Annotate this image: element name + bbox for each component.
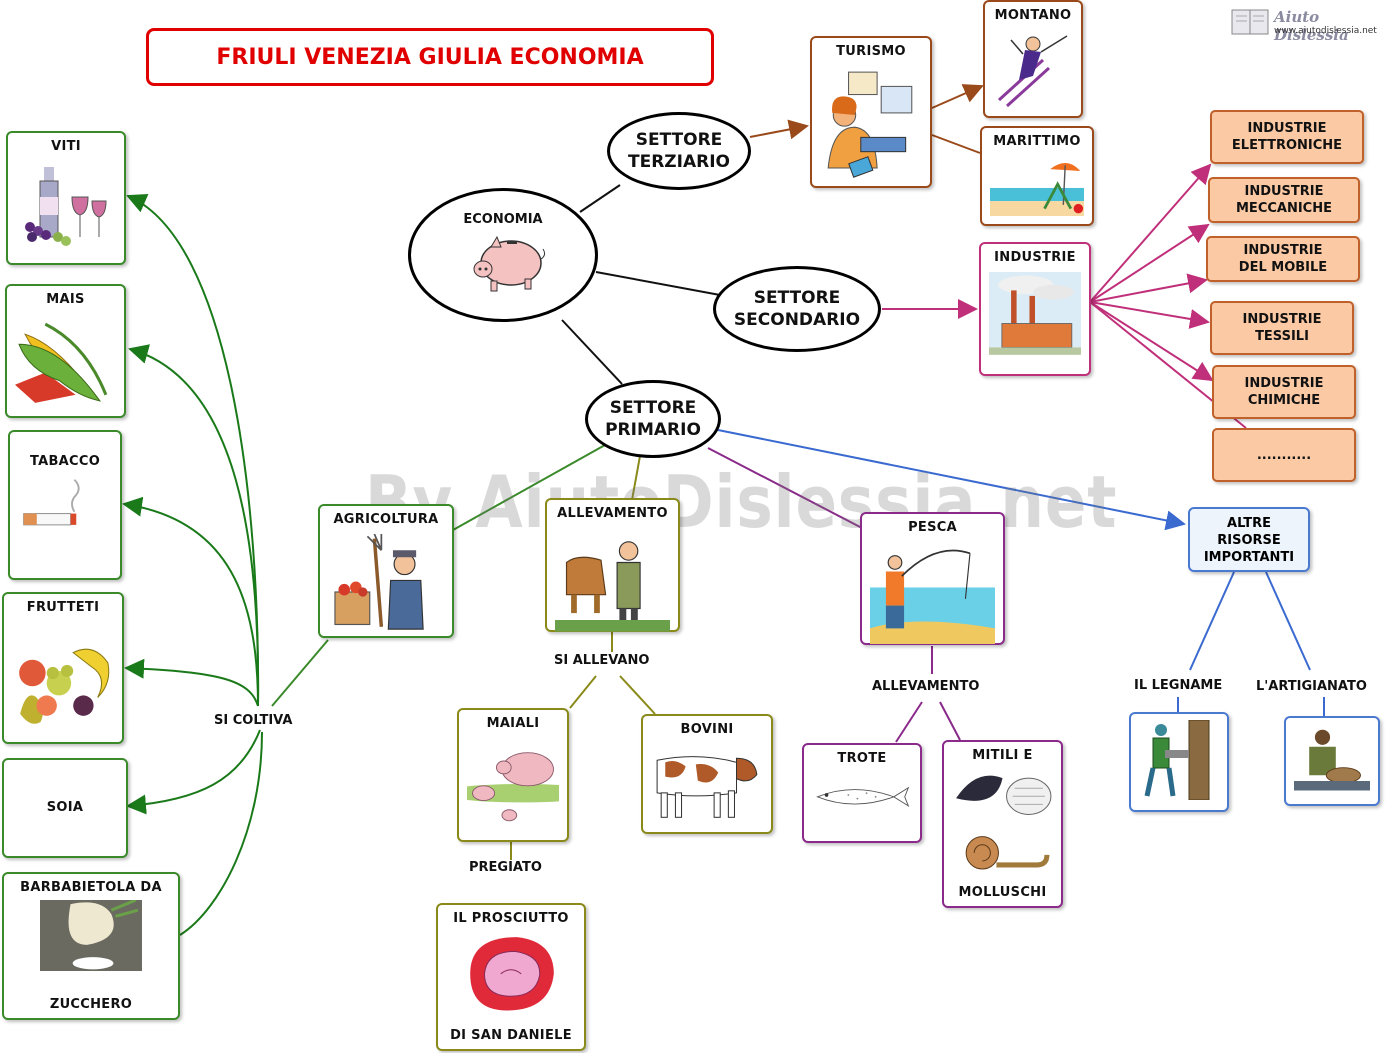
industrie-node[interactable]: INDUSTRIE bbox=[979, 242, 1091, 376]
mais-label: MAIS bbox=[46, 292, 85, 307]
turismo-node[interactable]: TURISMO bbox=[810, 36, 932, 188]
barbabietola-label-top: BARBABIETOLA DA bbox=[20, 880, 162, 895]
prosciutto-label-bottom: DI SAN DANIELE bbox=[450, 1028, 572, 1043]
mitili-node[interactable]: MITILI E MOLLUSCHI bbox=[942, 740, 1063, 908]
economia-node[interactable]: ECONOMIA bbox=[408, 188, 598, 322]
ham-icon bbox=[470, 937, 554, 1011]
site-logo: Aiuto Dislessia www.aiutodislessia.net bbox=[1230, 6, 1380, 44]
montano-label: MONTANO bbox=[994, 8, 1072, 23]
mitili-label-bottom: MOLLUSCHI bbox=[958, 885, 1047, 900]
tabacco-node[interactable]: TABACCO bbox=[8, 430, 122, 580]
industrie-del-mobile-node[interactable]: INDUSTRIE DEL MOBILE bbox=[1206, 236, 1360, 282]
artigianato-node[interactable] bbox=[1284, 716, 1380, 806]
marittimo-node[interactable]: MARITTIMO bbox=[980, 126, 1094, 226]
altre-risorse-node[interactable]: ALTRE RISORSE IMPORTANTI bbox=[1188, 507, 1310, 572]
logo-site: www.aiutodislessia.net bbox=[1274, 26, 1377, 36]
si-coltiva-label: SI COLTIVA bbox=[214, 713, 293, 728]
trote-label: TROTE bbox=[837, 751, 887, 766]
fruit-icon bbox=[19, 648, 110, 724]
barbabietola-node[interactable]: BARBABIETOLA DA ZUCCHERO bbox=[2, 872, 180, 1020]
pregiato-label: PREGIATO bbox=[469, 860, 542, 875]
farmer-cow-icon bbox=[555, 541, 670, 632]
marittimo-label: MARITTIMO bbox=[993, 134, 1081, 149]
artigianato-label: L'ARTIGIANATO bbox=[1256, 679, 1367, 694]
maiali-node[interactable]: MAIALI bbox=[457, 708, 569, 842]
si-allevano-label: SI ALLEVANO bbox=[554, 653, 650, 668]
farmer-icon bbox=[334, 534, 424, 630]
factory-icon bbox=[989, 272, 1081, 355]
industrie-altre-node[interactable]: ........... bbox=[1212, 428, 1356, 482]
maiali-label: MAIALI bbox=[486, 716, 540, 731]
trout-icon bbox=[816, 786, 910, 808]
travel-agent-icon bbox=[827, 71, 913, 178]
legname-label: IL LEGNAME bbox=[1134, 678, 1223, 693]
industrie-meccaniche-node[interactable]: INDUSTRIE MECCANICHE bbox=[1208, 177, 1360, 223]
bovini-label: BOVINI bbox=[680, 722, 734, 737]
allevamento-label: ALLEVAMENTO bbox=[557, 506, 668, 521]
soia-node[interactable]: SOIA bbox=[2, 758, 128, 858]
settore-secondario-node[interactable]: SETTORE SECONDARIO bbox=[713, 266, 881, 352]
mais-node[interactable]: MAIS bbox=[5, 284, 126, 418]
economia-label: ECONOMIA bbox=[463, 212, 543, 227]
frutteti-label: FRUTTETI bbox=[26, 600, 100, 615]
settore-primario-node[interactable]: SETTORE PRIMARIO bbox=[585, 380, 721, 458]
piggy-bank-icon bbox=[473, 235, 546, 292]
industrie-tessili-node[interactable]: INDUSTRIE TESSILI bbox=[1210, 301, 1354, 355]
book-icon bbox=[1231, 9, 1269, 35]
fisherman-icon bbox=[870, 549, 995, 645]
settore-terziario-node[interactable]: SETTORE TERZIARIO bbox=[607, 112, 751, 190]
skier-icon bbox=[997, 35, 1068, 108]
agricoltura-node[interactable]: AGRICOLTURA bbox=[318, 504, 454, 638]
pesca-label: PESCA bbox=[908, 520, 957, 535]
map-title: FRIULI VENEZIA GIULIA ECONOMIA bbox=[146, 28, 714, 86]
altre-risorse-label: ALTRE RISORSE IMPORTANTI bbox=[1203, 516, 1295, 565]
montano-node[interactable]: MONTANO bbox=[983, 0, 1083, 118]
allevamento-node[interactable]: ALLEVAMENTO bbox=[545, 498, 680, 632]
grapes-wine-icon bbox=[25, 167, 107, 246]
lumberjack-icon bbox=[1144, 720, 1210, 800]
pesca-allevamento-label: ALLEVAMENTO bbox=[872, 679, 980, 694]
industrie-chimiche-node[interactable]: INDUSTRIE CHIMICHE bbox=[1212, 365, 1356, 419]
turismo-label: TURISMO bbox=[836, 44, 906, 59]
corn-icon bbox=[15, 322, 108, 403]
logo-brand: Aiuto Dislessia bbox=[1274, 8, 1349, 44]
artisan-icon bbox=[1294, 729, 1370, 791]
mitili-label-top: MITILI E bbox=[972, 748, 1033, 763]
mussels-snail-icon bbox=[956, 775, 1052, 870]
industrie-label: INDUSTRIE bbox=[994, 250, 1076, 265]
agricoltura-label: AGRICOLTURA bbox=[333, 512, 439, 527]
prosciutto-label-top: IL PROSCIUTTO bbox=[453, 911, 569, 926]
beach-icon bbox=[990, 163, 1084, 217]
cigarette-icon bbox=[23, 479, 80, 526]
barbabietola-label-bottom: ZUCCHERO bbox=[49, 997, 133, 1012]
sugar-beet-icon bbox=[40, 900, 142, 972]
viti-node[interactable]: VITI bbox=[6, 131, 126, 265]
pesca-node[interactable]: PESCA bbox=[860, 512, 1005, 645]
soia-label: SOIA bbox=[46, 800, 84, 815]
frutteti-node[interactable]: FRUTTETI bbox=[2, 592, 124, 744]
bovini-node[interactable]: BOVINI bbox=[641, 714, 773, 834]
legname-node[interactable] bbox=[1129, 712, 1229, 812]
industrie-elettroniche-node[interactable]: INDUSTRIE ELETTRONICHE bbox=[1210, 110, 1364, 164]
viti-label: VITI bbox=[51, 139, 81, 154]
trote-node[interactable]: TROTE bbox=[802, 743, 922, 843]
prosciutto-node[interactable]: IL PROSCIUTTO DI SAN DANIELE bbox=[436, 903, 586, 1051]
cow-icon bbox=[656, 756, 758, 818]
pigs-icon bbox=[467, 752, 559, 822]
tabacco-label: TABACCO bbox=[29, 454, 101, 469]
